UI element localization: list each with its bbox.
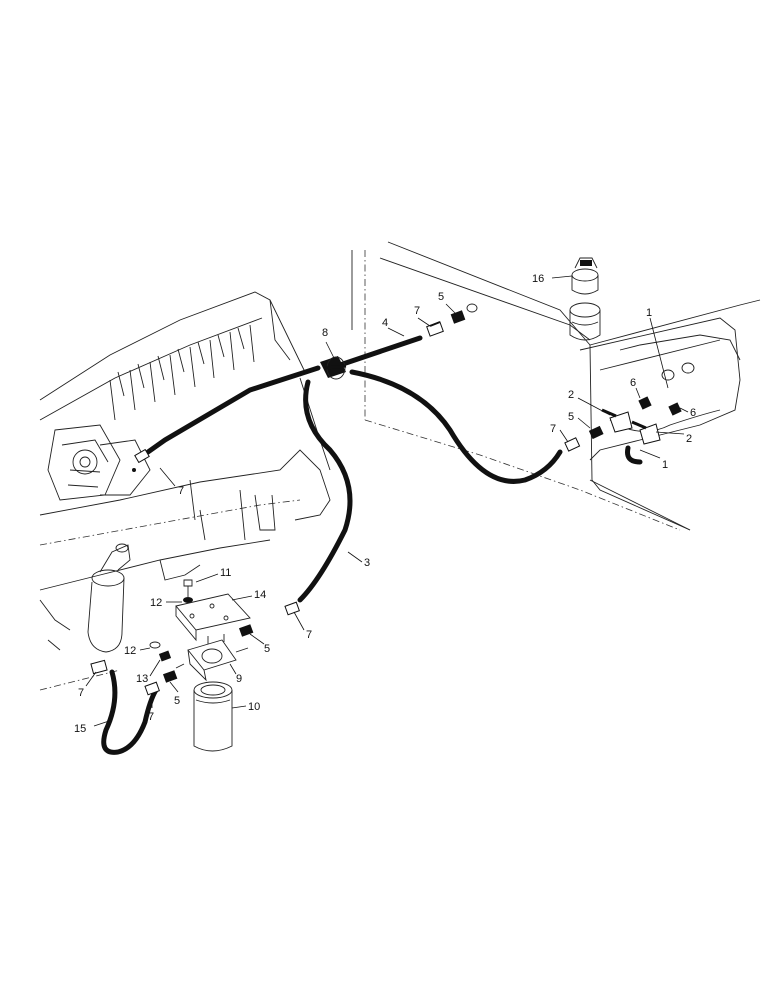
- hose-to-tank: [349, 369, 563, 484]
- label-part-7-lower-left: 7: [78, 687, 84, 699]
- elbow-1-lower: [625, 445, 643, 465]
- fitting-7-lower-left: [90, 659, 108, 675]
- label-part-16: 16: [532, 273, 544, 285]
- label-part-13: 13: [136, 673, 148, 685]
- label-part-7-lower-mid: 7: [148, 711, 154, 723]
- filter-element: [193, 681, 233, 752]
- fitting-7-tank: [564, 437, 581, 452]
- fitting-5-filter-head: [238, 624, 254, 637]
- engine-filter-canister: [87, 543, 131, 653]
- label-part-10: 10: [248, 701, 260, 713]
- fitting-7-top: [426, 321, 444, 337]
- label-part-12-top: 12: [150, 597, 162, 609]
- filler-cap: [571, 257, 599, 295]
- fitting-7-engine: [132, 448, 150, 472]
- label-part-5-lower: 5: [174, 695, 180, 707]
- tank-ports: [661, 362, 695, 381]
- fitting-6-upper: [638, 396, 652, 410]
- label-part-7-top: 7: [414, 305, 420, 317]
- fitting-5-lower: [162, 670, 178, 683]
- bulkhead-fitting: [320, 356, 347, 380]
- label-part-9: 9: [236, 673, 242, 685]
- filler-neck: [569, 302, 601, 341]
- fuel-tank: [351, 241, 761, 531]
- label-part-7-engine: 7: [178, 485, 184, 497]
- fitting-7-lower-mid: [144, 681, 160, 696]
- label-part-3: 3: [364, 557, 370, 569]
- label-part-5-filter-head: 5: [264, 643, 270, 655]
- hose-upper-to-engine: [145, 365, 321, 455]
- label-part-8: 8: [322, 327, 328, 339]
- label-part-7-tank: 7: [550, 423, 556, 435]
- fitting-6-lower: [668, 402, 682, 416]
- label-part-6-lower: 6: [690, 407, 696, 419]
- filter-head: [175, 634, 249, 682]
- washer-12-left: [149, 641, 161, 649]
- bolt-11: [183, 579, 193, 598]
- label-part-4: 4: [382, 317, 388, 329]
- label-part-1-upper: 1: [646, 307, 652, 319]
- label-part-12-left: 12: [124, 645, 136, 657]
- hose-3: [297, 379, 353, 603]
- label-part-5-top: 5: [438, 291, 444, 303]
- fitting-5-top: [450, 303, 478, 324]
- label-part-1-lower: 1: [662, 459, 668, 471]
- hose-15: [101, 669, 159, 755]
- leader-lines: [85, 275, 689, 727]
- label-part-7-filter: 7: [306, 629, 312, 641]
- hose-4-to-bulkhead: [337, 335, 423, 368]
- mounting-bracket: [175, 593, 251, 642]
- label-part-11: 11: [220, 567, 231, 579]
- shutoff-valve-lower: [631, 420, 661, 445]
- fitting-7-filter: [284, 601, 300, 616]
- fitting-5-tank: [588, 425, 604, 440]
- label-part-15: 15: [74, 723, 86, 735]
- label-part-2-right: 2: [686, 433, 692, 445]
- shutoff-valve-upper: [601, 408, 633, 433]
- engine-block: [39, 291, 331, 691]
- label-part-5-tank: 5: [568, 411, 574, 423]
- label-part-2-left: 2: [568, 389, 574, 401]
- washer-12-top: [183, 597, 193, 603]
- label-part-6-upper: 6: [630, 377, 636, 389]
- part-labels: 1 1 2 2 3 4 5 5 5 5 6 6 7 7 7 7 7 7 8 9 …: [74, 273, 696, 735]
- label-part-14: 14: [254, 589, 266, 601]
- fitting-13: [158, 650, 172, 662]
